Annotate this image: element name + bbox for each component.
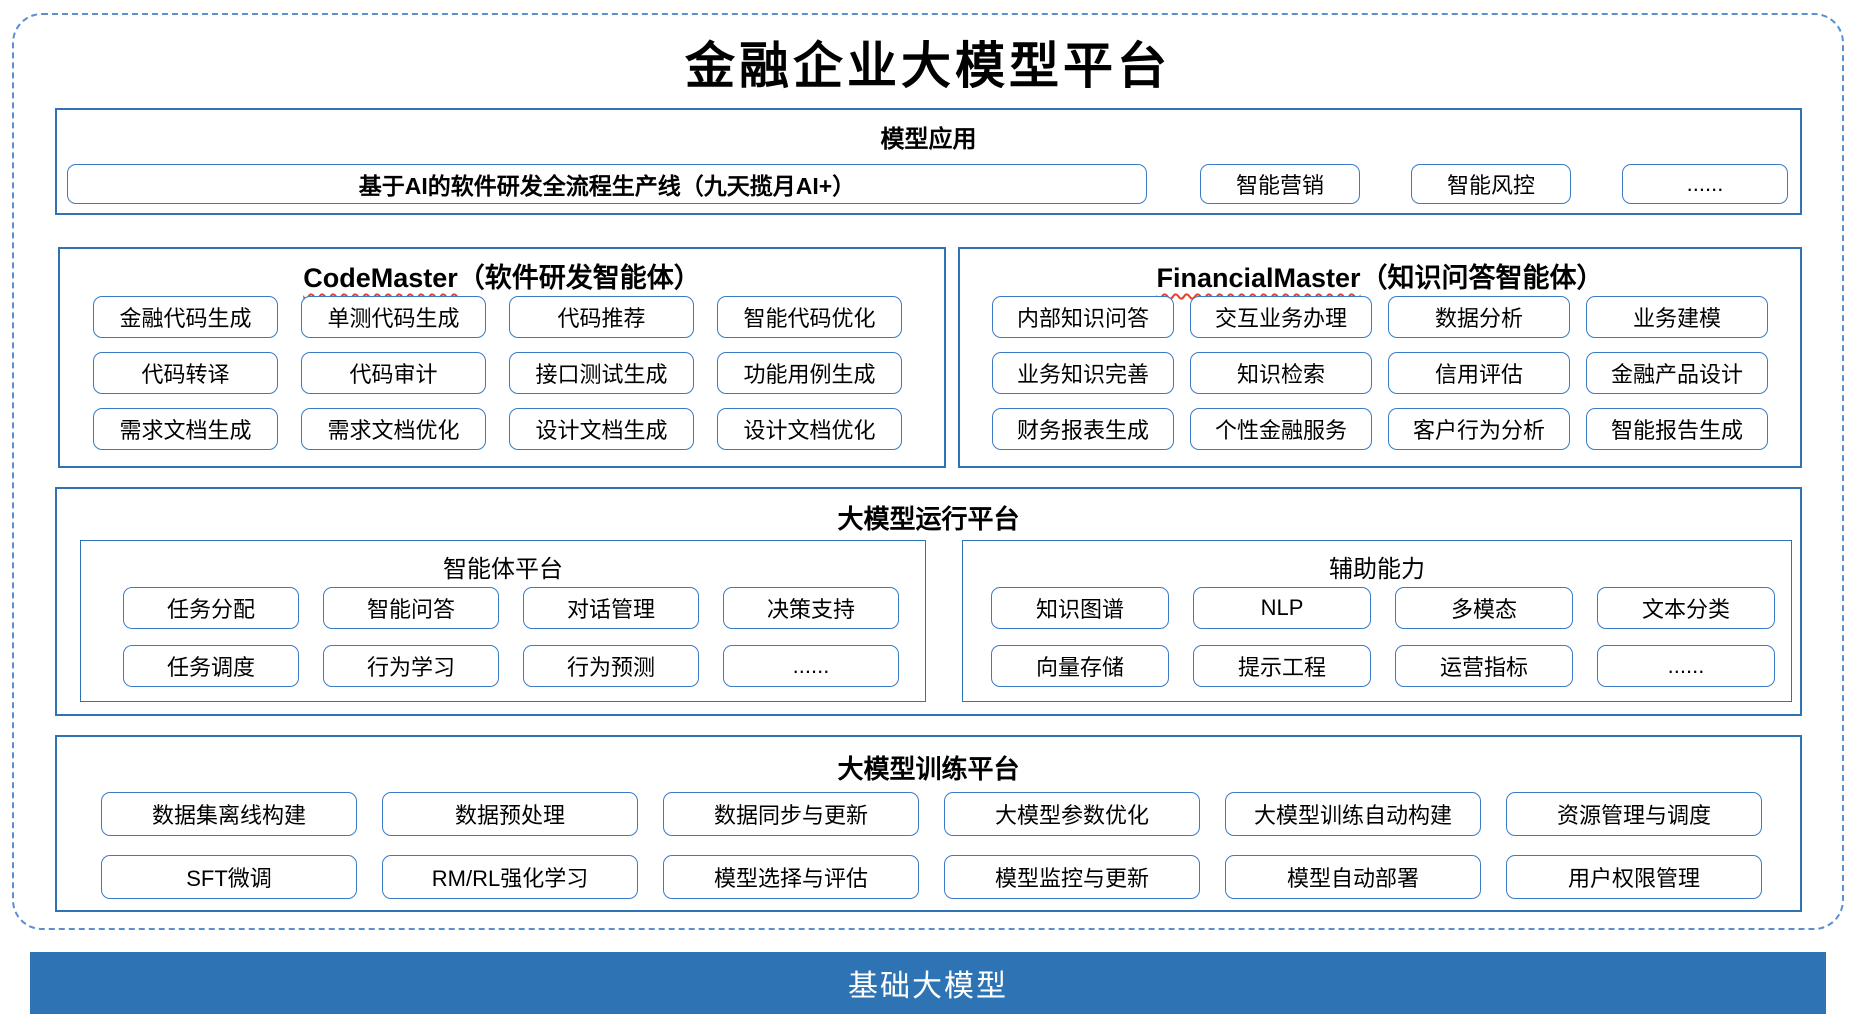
codemaster-title-cn: （软件研发智能体）	[457, 263, 701, 293]
box-design-doc-optimize: 设计文档优化	[717, 408, 902, 450]
box-smart-marketing: 智能营销	[1200, 164, 1360, 204]
box-credit-assessment: 信用评估	[1388, 352, 1570, 394]
box-dataset-offline-build: 数据集离线构建	[101, 792, 357, 836]
box-interactive-business: 交互业务办理	[1190, 296, 1372, 338]
aux-capabilities-grid: 知识图谱 NLP 多模态 文本分类 向量存储 提示工程 运营指标 ......	[991, 587, 1775, 687]
subsection-agent-platform: 智能体平台 任务分配 智能问答 对话管理 决策支持 任务调度 行为学习 行为预测…	[80, 540, 926, 702]
box-business-modeling: 业务建模	[1586, 296, 1768, 338]
foundation-model-bar: 基础大模型	[30, 952, 1826, 1014]
box-training-auto-build: 大模型训练自动构建	[1225, 792, 1481, 836]
box-function-case-gen: 功能用例生成	[717, 352, 902, 394]
box-behavior-prediction: 行为预测	[523, 645, 699, 687]
box-api-test-gen: 接口测试生成	[509, 352, 694, 394]
section-training-platform: 大模型训练平台 数据集离线构建 数据预处理 数据同步与更新 大模型参数优化 大模…	[55, 735, 1802, 912]
financialmaster-title: FinancialMaster（知识问答智能体）	[960, 256, 1800, 295]
codemaster-title-en: CodeMaster	[303, 263, 458, 293]
box-financial-code-gen: 金融代码生成	[93, 296, 278, 338]
agent-platform-header: 智能体平台	[443, 556, 563, 583]
box-vector-storage: 向量存储	[991, 645, 1169, 687]
financialmaster-title-cn: （知识问答智能体）	[1360, 263, 1604, 293]
box-code-translate: 代码转译	[93, 352, 278, 394]
box-user-permission: 用户权限管理	[1506, 855, 1762, 899]
box-smart-code-optimize: 智能代码优化	[717, 296, 902, 338]
foundation-model-label: 基础大模型	[848, 970, 1008, 1003]
box-behavior-learning: 行为学习	[323, 645, 499, 687]
box-more-applications: ......	[1622, 164, 1788, 204]
runtime-platform-header: 大模型运行平台	[837, 504, 1020, 534]
box-nlp: NLP	[1193, 587, 1371, 629]
box-financial-report-gen: 财务报表生成	[992, 408, 1174, 450]
box-smart-qa: 智能问答	[323, 587, 499, 629]
box-model-select-evaluate: 模型选择与评估	[663, 855, 919, 899]
box-prompt-engineering: 提示工程	[1193, 645, 1371, 687]
box-code-audit: 代码审计	[301, 352, 486, 394]
box-resource-management: 资源管理与调度	[1506, 792, 1762, 836]
agent-platform-grid: 任务分配 智能问答 对话管理 决策支持 任务调度 行为学习 行为预测 .....…	[123, 587, 899, 687]
box-smart-risk-control: 智能风控	[1411, 164, 1571, 204]
box-text-classification: 文本分类	[1597, 587, 1775, 629]
aux-capabilities-header: 辅助能力	[1329, 556, 1425, 583]
box-decision-support: 决策支持	[723, 587, 899, 629]
box-code-recommend: 代码推荐	[509, 296, 694, 338]
financialmaster-title-en: FinancialMaster	[1156, 263, 1361, 293]
box-business-knowledge: 业务知识完善	[992, 352, 1174, 394]
box-dialog-management: 对话管理	[523, 587, 699, 629]
box-sft-finetune: SFT微调	[101, 855, 357, 899]
subsection-aux-capabilities: 辅助能力 知识图谱 NLP 多模态 文本分类 向量存储 提示工程 运营指标 ..…	[962, 540, 1792, 702]
box-customer-behavior-analysis: 客户行为分析	[1388, 408, 1570, 450]
model-applications-row: 基于AI的软件研发全流程生产线（九天揽月AI+） 智能营销 智能风控 .....…	[57, 164, 1800, 204]
box-internal-knowledge-qa: 内部知识问答	[992, 296, 1174, 338]
box-unit-test-code-gen: 单测代码生成	[301, 296, 486, 338]
section-financialmaster: FinancialMaster（知识问答智能体） 内部知识问答 交互业务办理 数…	[958, 247, 1802, 468]
codemaster-grid: 金融代码生成 单测代码生成 代码推荐 智能代码优化 代码转译 代码审计 接口测试…	[93, 296, 902, 450]
platform-dashed-frame	[12, 13, 1844, 930]
box-model-param-optimize: 大模型参数优化	[944, 792, 1200, 836]
box-smart-report-gen: 智能报告生成	[1586, 408, 1768, 450]
section-runtime-platform: 大模型运行平台 智能体平台 任务分配 智能问答 对话管理 决策支持 任务调度 行…	[55, 487, 1802, 716]
box-multimodal: 多模态	[1395, 587, 1573, 629]
box-personal-finance-service: 个性金融服务	[1190, 408, 1372, 450]
box-data-preprocessing: 数据预处理	[382, 792, 638, 836]
box-model-monitor-update: 模型监控与更新	[944, 855, 1200, 899]
box-data-analysis: 数据分析	[1388, 296, 1570, 338]
box-task-scheduling: 任务调度	[123, 645, 299, 687]
box-design-doc-gen: 设计文档生成	[509, 408, 694, 450]
section-model-applications-header: 模型应用	[880, 126, 977, 153]
box-task-allocation: 任务分配	[123, 587, 299, 629]
box-financial-product-design: 金融产品设计	[1586, 352, 1768, 394]
codemaster-title: CodeMaster（软件研发智能体）	[60, 256, 944, 295]
box-aux-more: ......	[1597, 645, 1775, 687]
training-platform-header: 大模型训练平台	[837, 754, 1020, 784]
section-model-applications: 模型应用 基于AI的软件研发全流程生产线（九天揽月AI+） 智能营销 智能风控 …	[55, 108, 1802, 215]
box-req-doc-gen: 需求文档生成	[93, 408, 278, 450]
box-knowledge-graph: 知识图谱	[991, 587, 1169, 629]
page-title: 金融企业大模型平台	[685, 36, 1171, 95]
box-rm-rl-learning: RM/RL强化学习	[382, 855, 638, 899]
box-model-auto-deploy: 模型自动部署	[1225, 855, 1481, 899]
financialmaster-grid: 内部知识问答 交互业务办理 数据分析 业务建模 业务知识完善 知识检索 信用评估…	[992, 296, 1768, 450]
box-agent-more: ......	[723, 645, 899, 687]
training-platform-grid: 数据集离线构建 数据预处理 数据同步与更新 大模型参数优化 大模型训练自动构建 …	[101, 792, 1762, 899]
section-codemaster: CodeMaster（软件研发智能体） 金融代码生成 单测代码生成 代码推荐 智…	[58, 247, 946, 468]
box-data-sync-update: 数据同步与更新	[663, 792, 919, 836]
box-ai-pipeline: 基于AI的软件研发全流程生产线（九天揽月AI+）	[67, 164, 1147, 204]
box-knowledge-retrieval: 知识检索	[1190, 352, 1372, 394]
box-operation-metrics: 运营指标	[1395, 645, 1573, 687]
box-req-doc-optimize: 需求文档优化	[301, 408, 486, 450]
